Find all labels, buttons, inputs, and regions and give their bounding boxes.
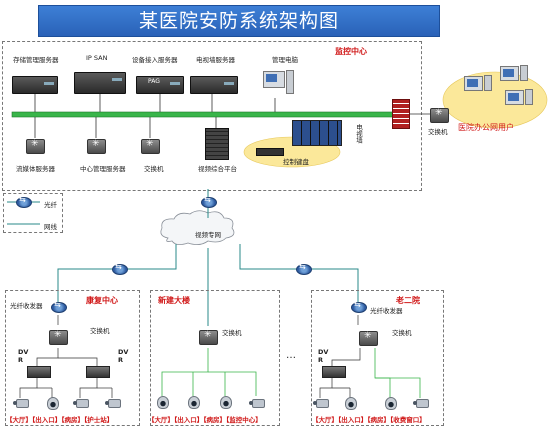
site3-fiber-converter: [351, 300, 367, 313]
office-users-label: 医院办公网用户: [458, 123, 514, 132]
site1-dvr-1: [27, 366, 51, 378]
legend-box: [3, 193, 63, 233]
legend-fiber-icon: [16, 195, 32, 208]
video-network-cloud: [160, 210, 235, 245]
site1-dvr-1-label: DV R: [18, 348, 29, 364]
fiber-icon-site1: [112, 262, 128, 275]
site3-dvr: [322, 366, 346, 378]
site1-dvr-2-label: DV R: [118, 348, 129, 364]
streaming-server: [26, 139, 45, 154]
site3-camera-1: [313, 399, 329, 408]
site2-camera-labels: 【大厅】【出入口】【病房】【监控中心】: [148, 416, 262, 424]
site3-camera-4: [413, 399, 429, 408]
central-management-server-label: 中心管理服务器: [80, 165, 126, 173]
site1-camera-1: [13, 399, 29, 408]
management-pc-monitor: [263, 71, 285, 88]
monitoring-center-label: 监控中心: [335, 47, 367, 56]
monitoring-center-box: [2, 41, 422, 191]
office-switch: [430, 108, 449, 123]
site2-box: [150, 290, 280, 426]
video-integration-platform: [205, 128, 229, 160]
main-bus: [11, 111, 398, 118]
site2-wiring: [161, 348, 257, 396]
center-switch-label: 交换机: [144, 165, 164, 173]
site2-switch: [199, 330, 218, 345]
site2-camera-3: [220, 396, 232, 409]
office-pc-monitor-3: [505, 90, 524, 105]
site1-fiber-converter: [51, 300, 67, 313]
site3-camera-labels: 【大厅】【出入口】【病房】【收费窗口】: [312, 416, 426, 424]
site3-wiring: [319, 315, 361, 398]
tv-wall-server: [190, 76, 238, 94]
central-management-server: [87, 139, 106, 154]
management-pc-tower: [286, 70, 294, 94]
control-keyboard-label: 控制键盘: [283, 158, 309, 166]
site1-dvr-2: [86, 366, 110, 378]
office-pc-tower-3: [525, 89, 533, 105]
tv-wall-server-label: 电视墙服务器: [196, 56, 235, 64]
ellipsis: …: [286, 350, 296, 361]
site1-name: 康复中心: [86, 296, 118, 305]
pag-label: PAG: [148, 78, 160, 85]
legend-fiber-label: 光纤: [44, 201, 57, 209]
center-switch: [141, 139, 160, 154]
site3-green-wiring: [374, 348, 421, 398]
diagram-title: 某医院安防系统架构图: [38, 5, 440, 37]
office-pc-tower-2: [520, 65, 528, 81]
site2-switch-label: 交换机: [222, 329, 242, 337]
ip-san-storage: [74, 72, 126, 94]
site1-camera-2: [47, 397, 59, 410]
ip-san-label: IP SAN: [86, 54, 108, 62]
site2-camera-4: [249, 399, 265, 408]
management-pc-label: 管理电脑: [272, 56, 298, 64]
site3-box: [311, 290, 444, 426]
fiber-icon-center: [201, 195, 217, 208]
site1-converter-label: 光纤收发器: [10, 302, 43, 310]
device-access-server-label: 设备接入服务器: [132, 56, 178, 64]
storage-management-server: [12, 76, 58, 94]
firewall-icon: [392, 99, 410, 129]
site2-camera-2: [188, 396, 200, 409]
site1-switch-label: 交换机: [90, 327, 110, 335]
storage-management-server-label: 存储管理服务器: [13, 56, 59, 64]
office-pc-monitor-2: [500, 66, 519, 81]
top-drops: [34, 92, 276, 138]
device-access-server: [136, 76, 184, 94]
video-network-label: 视频专网: [195, 231, 221, 239]
site3-dvr-label: DV R: [318, 348, 329, 364]
site3-switch: [359, 331, 378, 346]
site1-wiring: [19, 315, 113, 398]
office-pc-monitor-1: [464, 76, 483, 91]
site3-camera-2: [345, 397, 357, 410]
control-keyboard-device: [256, 148, 284, 156]
video-integration-platform-label: 视频综合平台: [198, 165, 237, 173]
site3-switch-label: 交换机: [392, 329, 412, 337]
site1-box: [5, 290, 140, 426]
tv-wall: [292, 120, 342, 146]
site1-switch: [49, 330, 68, 345]
site2-camera-1: [157, 396, 169, 409]
fiber-icon-site3: [296, 262, 312, 275]
office-pc-tower-1: [484, 75, 492, 91]
legend-network-label: 网线: [44, 223, 57, 231]
site3-name: 老二院: [396, 296, 420, 305]
site1-camera-3: [73, 399, 89, 408]
tv-wall-label: 电视墙: [354, 124, 363, 144]
streaming-server-label: 流媒体服务器: [16, 165, 55, 173]
site1-camera-4: [105, 399, 121, 408]
site3-converter-label: 光纤收发器: [370, 307, 403, 315]
office-switch-label: 交换机: [428, 128, 448, 136]
site2-name: 新建大楼: [158, 296, 190, 305]
site3-camera-3: [385, 397, 397, 410]
site1-camera-labels: 【大厅】【出入口】【病房】【护士站】: [6, 416, 114, 424]
